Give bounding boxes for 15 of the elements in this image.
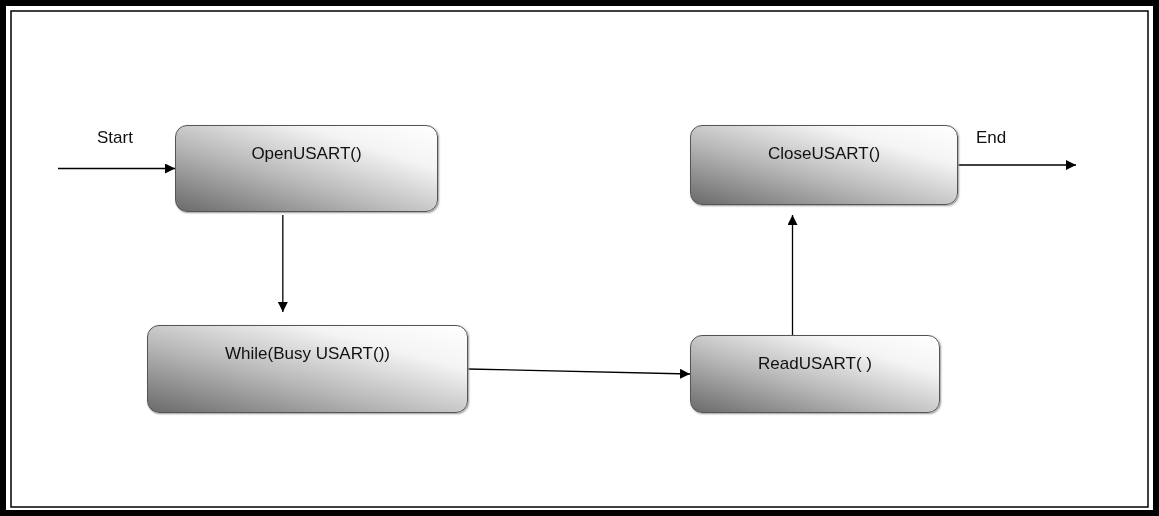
edge-label: Start [97,128,133,148]
process-box [690,335,940,413]
arrow [787,214,798,336]
box-label: CloseUSART() [766,144,882,164]
process-box [175,125,438,212]
box-label: OpenUSART() [250,144,363,164]
arrow [277,214,288,313]
arrow [957,160,1077,170]
process-box [690,125,958,205]
arrow [57,163,176,174]
arrow [467,368,691,379]
process-box [147,325,468,413]
edge-label: End [976,128,1007,148]
box-label: ReadUSART( ) [757,354,873,374]
box-label: While(Busy USART()) [224,344,391,364]
